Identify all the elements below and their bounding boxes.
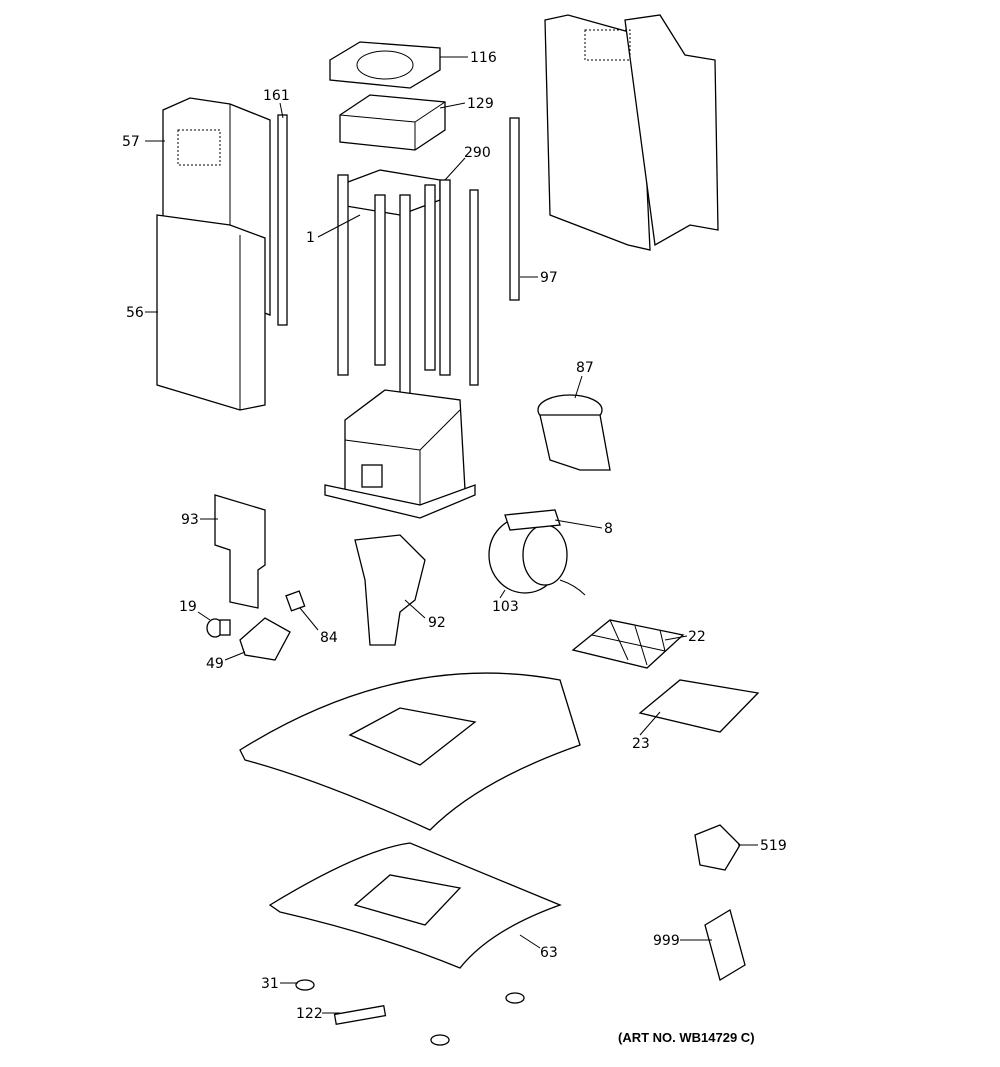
art-number: (ART NO. WB14729 C) [618, 1030, 755, 1045]
part-56-shape [156, 214, 266, 411]
part-label-290: 290 [464, 145, 491, 161]
part-label-92: 92 [428, 615, 446, 631]
part-label-93: 93 [181, 512, 199, 528]
part-label-23: 23 [632, 736, 650, 752]
part-129-shape [339, 94, 446, 151]
part-label-8: 8 [604, 521, 613, 537]
part-label-122: 122 [296, 1006, 323, 1022]
part-label-63: 63 [540, 945, 558, 961]
part-label-56: 56 [126, 305, 144, 321]
leader-lines [145, 56, 758, 1014]
part-label-519: 519 [760, 838, 787, 854]
part-161-shape [277, 114, 288, 326]
part-label-49: 49 [206, 656, 224, 672]
part-label-116: 116 [470, 50, 497, 66]
part-97-shape [509, 117, 520, 301]
part-label-1: 1 [306, 230, 315, 246]
part-999-shape [704, 909, 746, 981]
part-label-19: 19 [179, 599, 197, 615]
part-label-84: 84 [320, 630, 338, 646]
part-49-shape [239, 617, 291, 661]
part-label-31: 31 [261, 976, 279, 992]
part-23-shape [638, 679, 760, 733]
part-label-22: 22 [688, 629, 706, 645]
part-519-shape [694, 824, 741, 871]
part-1-frame-shape [337, 169, 479, 396]
part-116-shape [329, 41, 441, 89]
part-22-shape [571, 619, 685, 669]
part-label-103: 103 [492, 599, 519, 615]
part-63-shape [268, 842, 562, 969]
blower-housing-shape [324, 389, 476, 519]
part-label-57: 57 [122, 134, 140, 150]
canopy-shape [239, 672, 581, 831]
part-label-161: 161 [263, 88, 290, 104]
part-122-shape [333, 1004, 387, 1026]
duct-cover-right-shape [544, 14, 719, 251]
part-19-shape [206, 618, 231, 638]
part-84-shape [285, 590, 306, 612]
part-label-129: 129 [467, 96, 494, 112]
part-93-shape [214, 494, 266, 609]
part-87-shape [537, 394, 611, 471]
part-31-shape [295, 979, 525, 1046]
part-label-999: 999 [653, 933, 680, 949]
part-label-97: 97 [540, 270, 558, 286]
part-label-87: 87 [576, 360, 594, 376]
part-92-shape [354, 534, 426, 646]
part-103-motor-shape [488, 509, 586, 596]
